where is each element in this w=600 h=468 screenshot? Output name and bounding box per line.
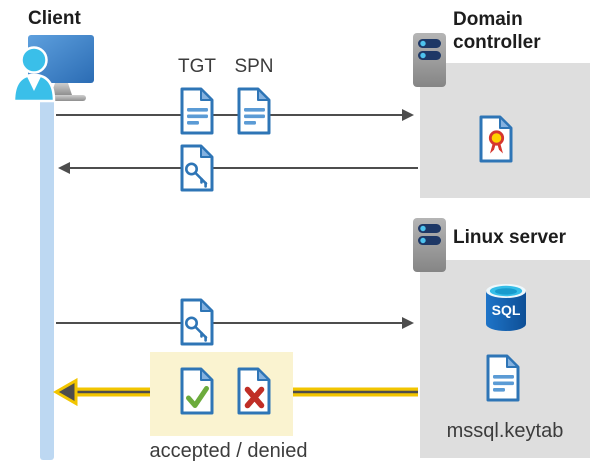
certificate-icon <box>479 115 513 163</box>
client-label: Client <box>28 8 81 29</box>
key-ticket-icon <box>180 144 214 192</box>
linux-server-icon <box>413 218 446 272</box>
sql-database-icon: SQL <box>486 284 526 331</box>
spn-document-icon <box>237 87 271 135</box>
tgt-label: TGT <box>178 56 216 77</box>
keytab-document-icon <box>486 354 520 402</box>
client-timeline-bar <box>40 92 54 460</box>
service-request-arrow <box>56 317 414 329</box>
key-ticket-icon <box>180 298 214 346</box>
domain-controller-label: Domain controller <box>453 9 541 53</box>
sql-label: SQL <box>492 302 521 318</box>
linux-server-label: Linux server <box>453 227 566 248</box>
tgt-document-icon <box>180 87 214 135</box>
domain-controller-server-icon <box>413 33 446 87</box>
ticket-reply-arrow <box>58 162 418 174</box>
accepted-denied-label: accepted / denied <box>149 440 308 462</box>
denied-cross-icon <box>237 367 271 415</box>
spn-label: SPN <box>234 56 274 77</box>
keytab-label: mssql.keytab <box>446 420 564 442</box>
client-computer-user-icon <box>12 35 94 103</box>
accepted-check-icon <box>180 367 214 415</box>
